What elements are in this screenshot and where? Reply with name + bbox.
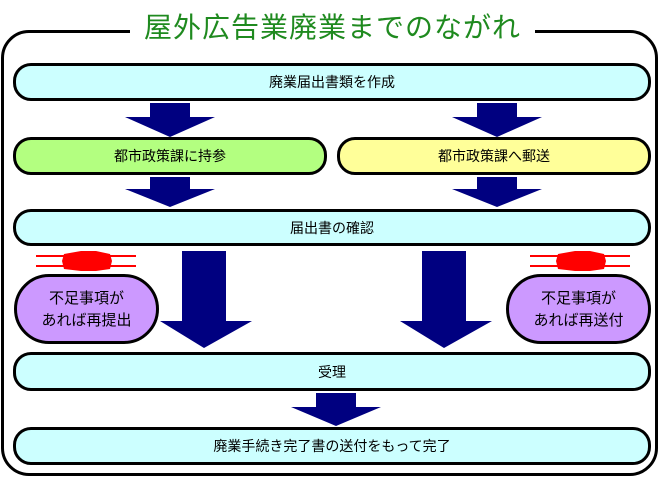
warning-mark-icon [36, 251, 136, 271]
resubmit-note: 不足事項が あれば再提出 [14, 274, 159, 344]
warning-mark-icon [530, 251, 630, 271]
arrow-down-icon [452, 103, 542, 137]
resubmit-line-2: あれば再提出 [41, 311, 132, 329]
arrow-down-icon [452, 177, 542, 207]
arrow-down-large-icon [400, 251, 492, 348]
arrow-down-icon [125, 103, 215, 137]
diagram-title: 屋外広告業廃業までのながれ [130, 6, 535, 50]
step-create-documents: 廃業届出書類を作成 [13, 63, 651, 101]
step-bring-in: 都市政策課に持参 [13, 137, 327, 175]
step-accept-label: 受理 [318, 364, 346, 381]
step-confirm: 届出書の確認 [13, 209, 651, 246]
resubmit-line-1: 不足事項が [48, 289, 124, 307]
arrow-down-large-icon [160, 251, 252, 348]
step-confirm-label: 届出書の確認 [290, 220, 374, 237]
arrow-down-icon [125, 177, 215, 207]
resend-line-1: 不足事項が [540, 289, 616, 307]
step-accept: 受理 [13, 352, 651, 391]
step-complete: 廃業手続き完了書の送付をもって完了 [13, 427, 651, 465]
step-create-label: 廃業届出書類を作成 [269, 75, 395, 91]
step-mail-label: 都市政策課へ郵送 [438, 149, 550, 165]
arrow-down-icon [291, 393, 381, 426]
step-mail: 都市政策課へ郵送 [337, 137, 651, 175]
resend-line-2: あれば再送付 [533, 311, 624, 329]
step-complete-label: 廃業手続き完了書の送付をもって完了 [213, 439, 451, 455]
step-bring-label: 都市政策課に持参 [114, 149, 226, 165]
resend-note: 不足事項が あれば再送付 [506, 274, 651, 344]
